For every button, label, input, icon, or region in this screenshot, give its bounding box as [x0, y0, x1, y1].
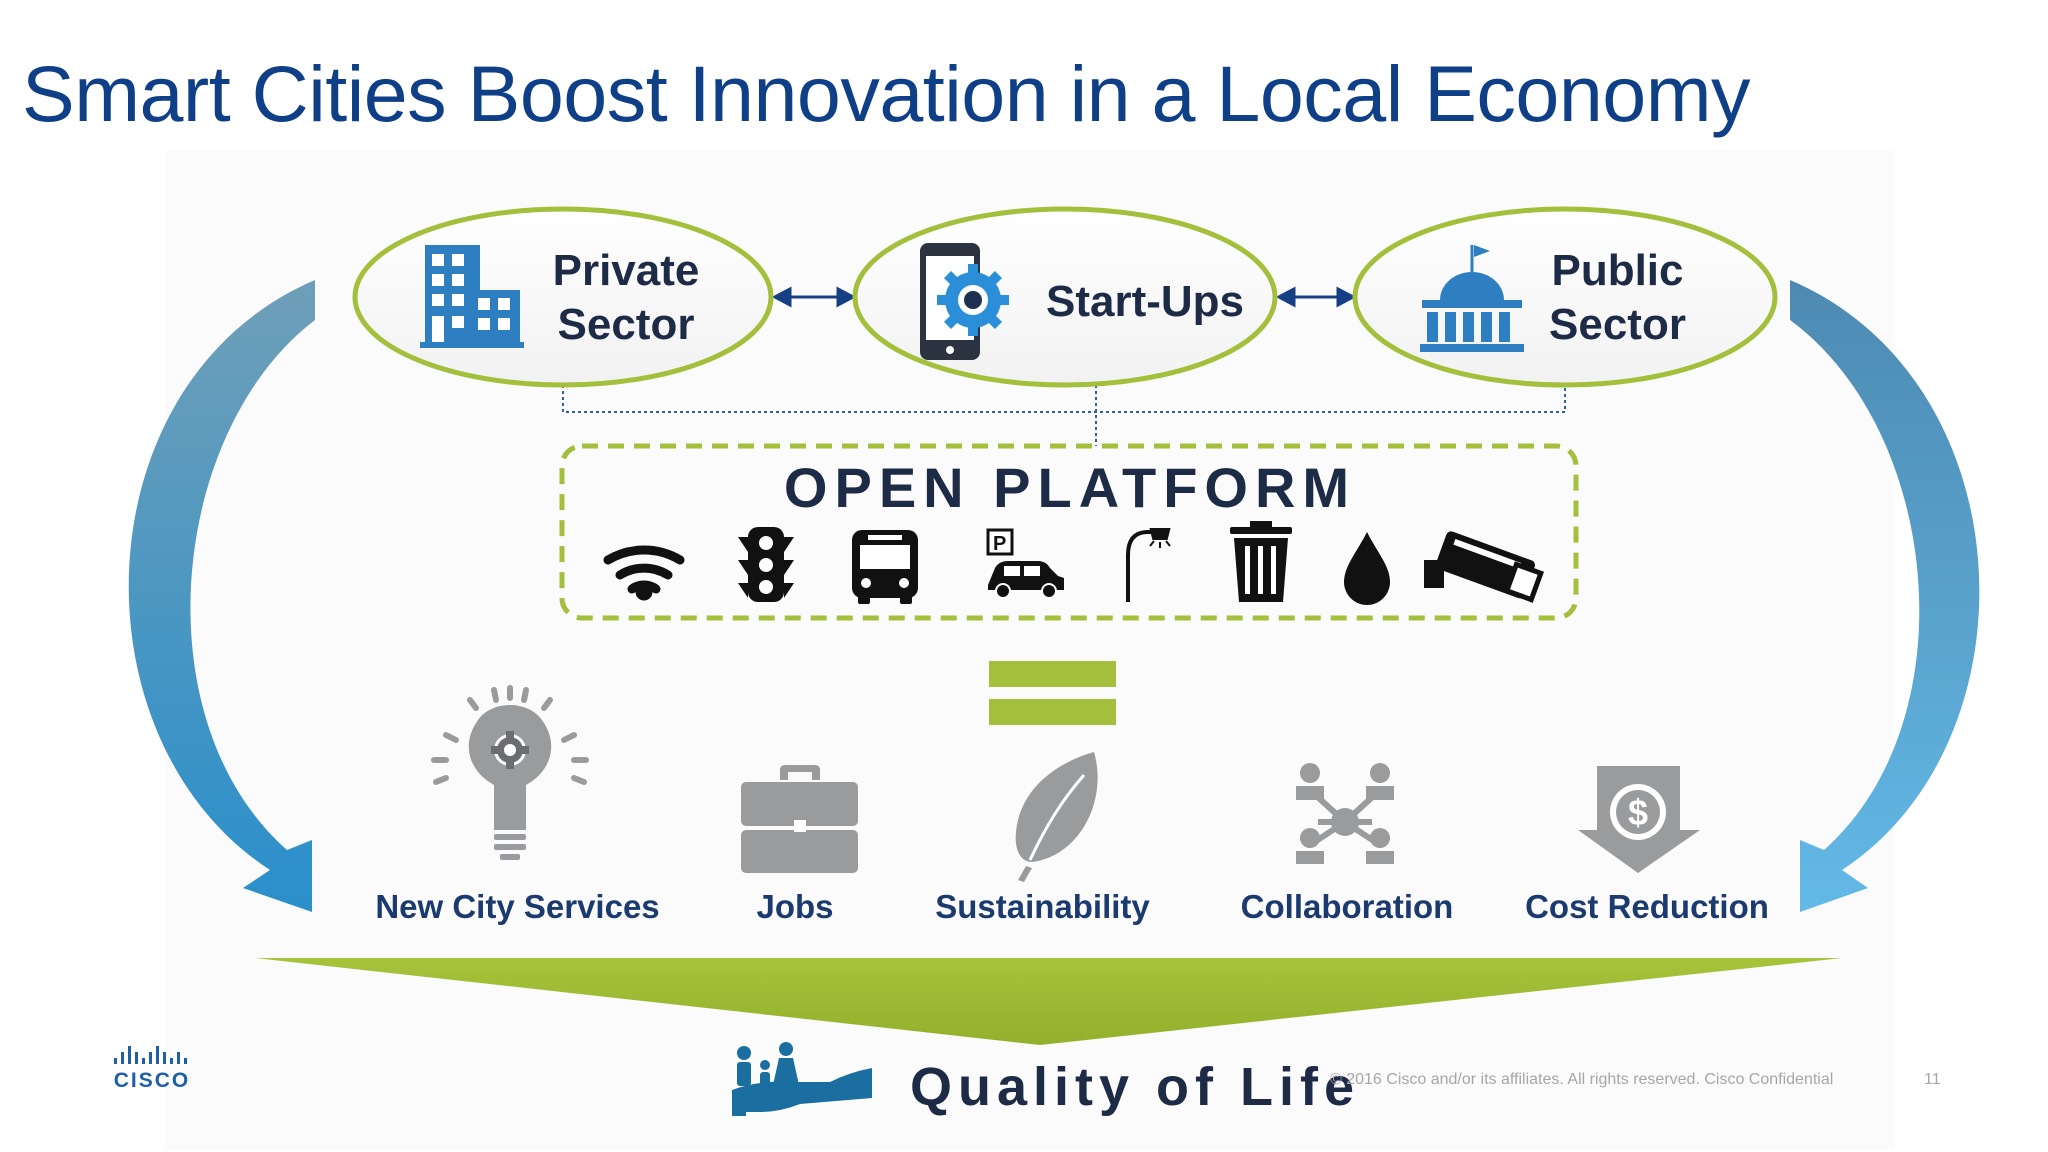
benefit-cost-reduction: Cost Reduction	[1525, 888, 1769, 925]
quality-of-life-banner	[255, 958, 1842, 1045]
start-ups-label: Start-Ups	[1020, 275, 1270, 329]
left-cycle-arrow	[128, 280, 315, 912]
trash-bin-icon	[1230, 521, 1292, 602]
slide-title: Smart Cities Boost Innovation in a Local…	[22, 49, 1751, 138]
start-ups-line1: Start-Ups	[1045, 277, 1245, 326]
open-platform-title: OPEN PLATFORM	[783, 456, 1357, 519]
collaboration-network-icon	[1296, 763, 1394, 864]
public-sector-line2: Sector	[1549, 300, 1686, 349]
family-hand-icon	[732, 1042, 872, 1116]
benefit-collaboration: Collaboration	[1240, 888, 1454, 925]
footer-page-number: 11	[1924, 1071, 1941, 1088]
leaf-icon	[1015, 752, 1098, 882]
benefit-jobs: Jobs	[756, 888, 834, 925]
footer-copyright: © 2016 Cisco and/or its affiliates. All …	[1330, 1071, 1834, 1088]
private-sector-line1: Private	[552, 246, 700, 295]
government-building-icon	[1420, 245, 1524, 352]
smartphone-gear-icon	[920, 243, 1009, 360]
traffic-light-icon	[738, 527, 794, 602]
platform-connector-lines	[562, 385, 1566, 446]
office-building-icon	[420, 245, 524, 348]
equals-sign	[989, 661, 1116, 725]
cisco-logo-bars	[114, 1046, 187, 1064]
cisco-logo: CISCO	[112, 1045, 192, 1095]
water-drop-icon	[1344, 532, 1390, 605]
cisco-logo-wordmark: CISCO	[113, 1069, 191, 1092]
security-camera-icon	[1424, 531, 1545, 603]
public-sector-line1: Public	[1551, 246, 1684, 295]
lightbulb-gear-icon	[431, 685, 589, 860]
quality-of-life-label: Quality of Life	[910, 1057, 1361, 1117]
briefcase-icon	[741, 765, 858, 873]
double-arrow-startups-public	[1275, 286, 1357, 308]
benefit-sustainability: Sustainability	[935, 888, 1150, 925]
double-arrow-private-startups	[771, 286, 857, 308]
right-cycle-arrow	[1790, 280, 1980, 912]
open-platform-box	[559, 443, 1579, 621]
dollar-down-arrow-icon: $	[1578, 766, 1700, 873]
benefit-new-city-services: New City Services	[375, 888, 660, 925]
street-light-icon	[1126, 528, 1171, 602]
wifi-icon	[603, 545, 685, 601]
public-sector-label: Public Sector	[1530, 244, 1705, 352]
private-sector-label: Private Sector	[536, 244, 716, 352]
oval-public-sector	[1352, 206, 1778, 388]
svg-text:$: $	[1628, 792, 1648, 833]
parking-car-icon: P	[986, 528, 1064, 599]
private-sector-line2: Sector	[557, 300, 695, 349]
svg-text:P: P	[993, 533, 1006, 555]
bus-icon	[852, 530, 918, 604]
